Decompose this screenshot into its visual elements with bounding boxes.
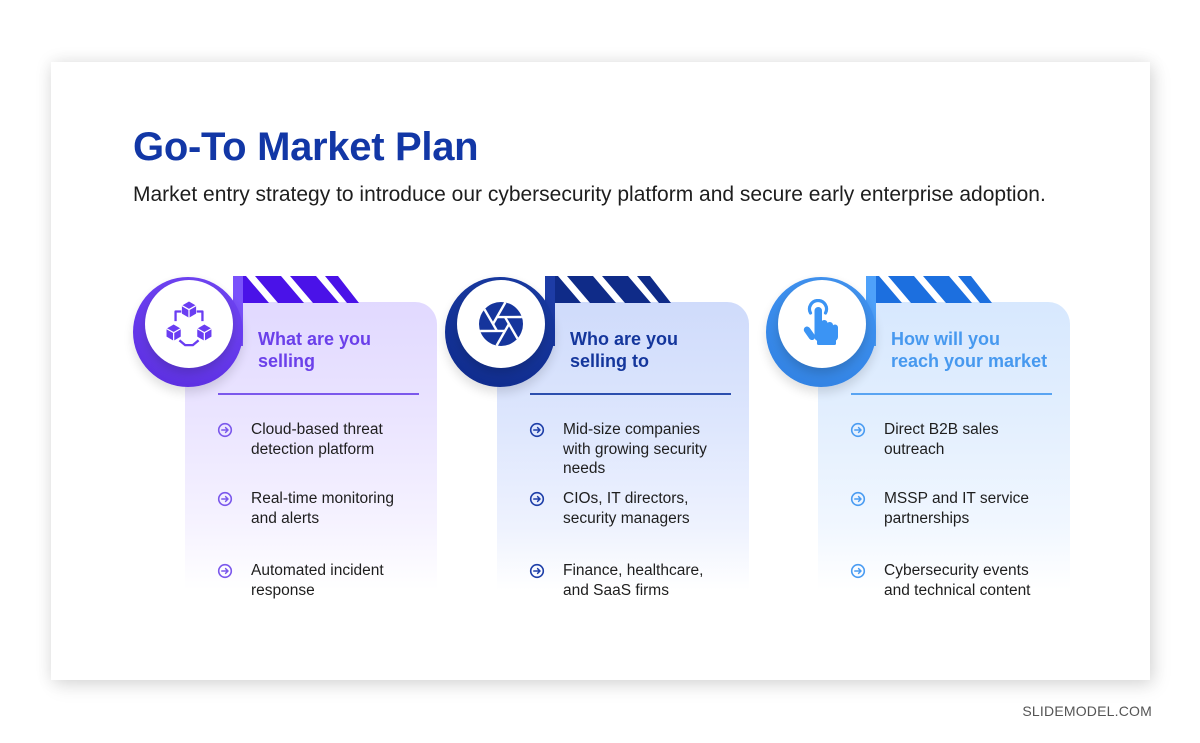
stripes-decoration	[876, 276, 992, 303]
divider	[218, 393, 419, 395]
arrow-circle-icon	[529, 491, 545, 507]
list-item-text: Finance, healthcare,and SaaS firms	[563, 562, 704, 599]
card-how-will-you-reach-your-market: How will you reach your market Direct B2…	[763, 276, 1083, 606]
card-title: What are you selling	[258, 328, 438, 372]
divider	[851, 393, 1052, 395]
card-title-line: selling to	[570, 351, 650, 371]
arrow-circle-icon	[850, 563, 866, 579]
arrow-circle-icon	[217, 563, 233, 579]
divider	[530, 393, 731, 395]
card-title: How will you reach your market	[891, 328, 1071, 372]
card-title-line: reach your market	[891, 351, 1048, 371]
footer-brand: SLIDEMODEL.COM	[1022, 703, 1152, 719]
network-blocks-icon	[166, 301, 212, 347]
arrow-circle-icon	[529, 422, 545, 438]
hand-pointer-icon	[803, 299, 838, 345]
card-title-line: How will you	[891, 329, 1001, 349]
card-title-line: What are you	[258, 329, 372, 349]
icon-badge	[457, 280, 545, 368]
arrow-circle-icon	[217, 422, 233, 438]
list-item-text: CIOs, IT directors,security managers	[563, 490, 690, 527]
icon-badge	[778, 280, 866, 368]
stripes-decoration	[243, 276, 359, 303]
page-title: Go-To Market Plan	[133, 125, 479, 169]
arrow-circle-icon	[529, 563, 545, 579]
aperture-icon	[479, 301, 523, 347]
card-title: Who are you selling to	[570, 328, 750, 372]
icon-badge	[145, 280, 233, 368]
card-who-are-you-selling-to: Who are you selling to Mid-size companie…	[442, 276, 762, 606]
arrow-circle-icon	[850, 491, 866, 507]
card-title-line: Who are you	[570, 329, 679, 349]
stripes-decoration	[555, 276, 671, 303]
card-title-line: selling	[258, 351, 316, 371]
arrow-circle-icon	[217, 491, 233, 507]
arrow-circle-icon	[850, 422, 866, 438]
page-subtitle: Market entry strategy to introduce our c…	[133, 183, 1046, 206]
